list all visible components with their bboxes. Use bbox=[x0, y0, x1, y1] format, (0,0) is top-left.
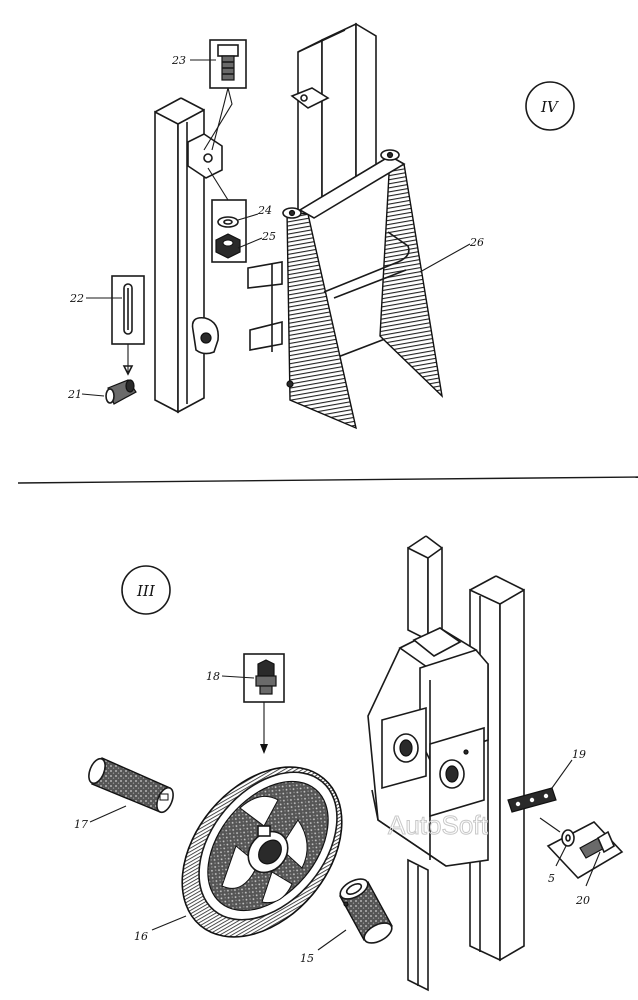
cap-21 bbox=[81, 379, 137, 405]
label-22: 22 bbox=[69, 292, 84, 305]
bolt-23-callout bbox=[190, 39, 247, 151]
label-18: 18 bbox=[206, 670, 220, 683]
left-angle-post bbox=[154, 97, 223, 414]
section-iii-lower-assembly bbox=[88, 535, 624, 992]
label-19: 19 bbox=[572, 748, 586, 761]
watermark: AutoSoft bbox=[388, 810, 489, 840]
label-26: 26 bbox=[469, 236, 484, 249]
washer-bolt-5-20-callout bbox=[539, 817, 624, 887]
bushing-15 bbox=[317, 878, 393, 951]
pulley-16 bbox=[151, 766, 343, 938]
section-marker-iv bbox=[525, 81, 575, 131]
section-marker-iii bbox=[121, 565, 171, 615]
label-25: 25 bbox=[261, 230, 276, 243]
label-20: 20 bbox=[575, 894, 590, 907]
label-15: 15 bbox=[300, 952, 314, 965]
section-label-iii: III bbox=[136, 582, 156, 600]
leader-26 bbox=[419, 243, 471, 273]
label-21: 21 bbox=[67, 388, 82, 401]
label-23: 23 bbox=[171, 54, 186, 67]
washer-nut-24-25-callout bbox=[207, 167, 263, 263]
label-17: 17 bbox=[74, 818, 88, 831]
pin-22-callout bbox=[86, 275, 145, 376]
label-5: 5 bbox=[548, 872, 555, 885]
bracket-assembly bbox=[247, 149, 444, 430]
housing-bracket bbox=[367, 627, 489, 867]
label-24: 24 bbox=[257, 204, 272, 217]
label-16: 16 bbox=[134, 930, 148, 943]
shaft-17 bbox=[88, 757, 174, 823]
section-divider bbox=[17, 476, 638, 484]
plate-19 bbox=[507, 759, 573, 813]
section-label-iv: IV bbox=[540, 98, 560, 116]
fitting-18-callout bbox=[221, 653, 285, 754]
section-iv-upper-assembly bbox=[81, 22, 575, 430]
